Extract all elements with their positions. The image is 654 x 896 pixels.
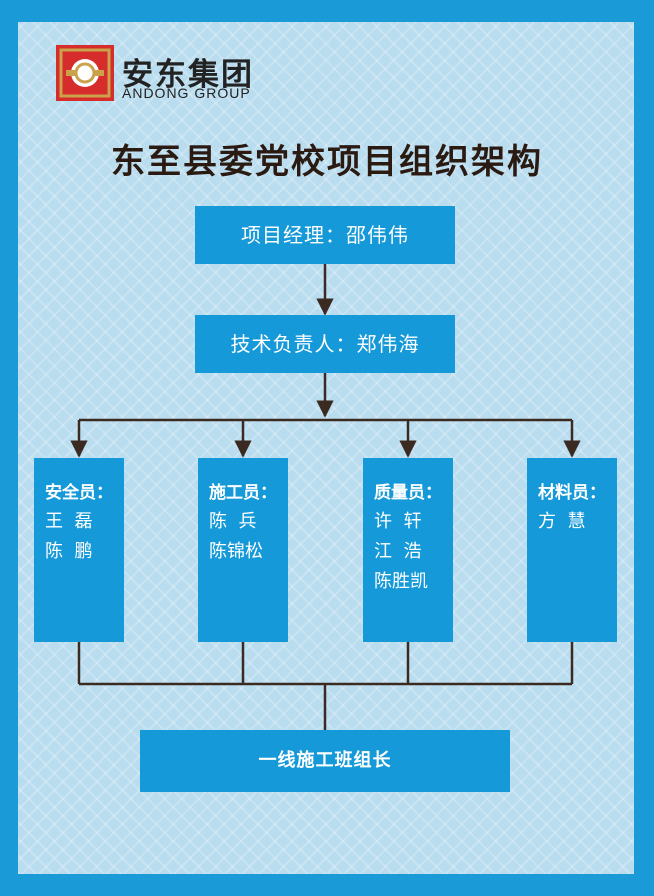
construction-officer-person: 陈锦松	[209, 541, 263, 562]
construction-officer-box: 施工员： 陈 兵 陈锦松	[198, 458, 288, 642]
quality-officer-person: 陈胜凯	[374, 571, 428, 592]
team-leaders-box: 一线施工班组长	[140, 730, 510, 792]
logo-name-en: ANDONG GROUP	[122, 85, 251, 101]
quality-officer-box: 质量员： 许 轩 江 浩 陈胜凯	[363, 458, 453, 642]
safety-officer-person: 陈 鹏	[45, 541, 93, 562]
safety-officer-box: 安全员： 王 磊 陈 鹏	[34, 458, 124, 642]
tech-lead-name: 郑伟海	[356, 332, 420, 356]
quality-officer-person: 江 浩	[374, 541, 422, 562]
manager-name: 邵伟伟	[346, 223, 409, 247]
materials-officer-person: 方 慧	[538, 511, 586, 532]
safety-officer-title: 安全员：	[45, 483, 113, 503]
quality-officer-person: 许 轩	[374, 511, 422, 532]
safety-officer-person: 王 磊	[45, 511, 93, 532]
materials-officer-title: 材料员：	[538, 483, 606, 503]
logo-name-cn: 安东集团	[122, 57, 254, 93]
construction-officer-title: 施工员：	[209, 483, 277, 503]
background-panel	[18, 22, 634, 874]
materials-officer-box: 材料员： 方 慧	[527, 458, 617, 642]
team-leaders-label: 一线施工班组长	[258, 750, 392, 771]
manager-box: 项目经理：邵伟伟	[195, 206, 455, 264]
construction-officer-person: 陈 兵	[209, 511, 257, 532]
tech-lead-label: 技术负责人：	[230, 332, 357, 356]
company-logo: 安东集团 ANDONG GROUP	[56, 45, 276, 105]
quality-officer-title: 质量员：	[374, 483, 442, 503]
page-title: 东至县委党校项目组织架构	[111, 142, 543, 182]
andong-logo-mark-icon	[56, 45, 114, 101]
manager-label: 项目经理：	[241, 223, 346, 247]
tech-lead-box: 技术负责人：郑伟海	[195, 315, 455, 373]
